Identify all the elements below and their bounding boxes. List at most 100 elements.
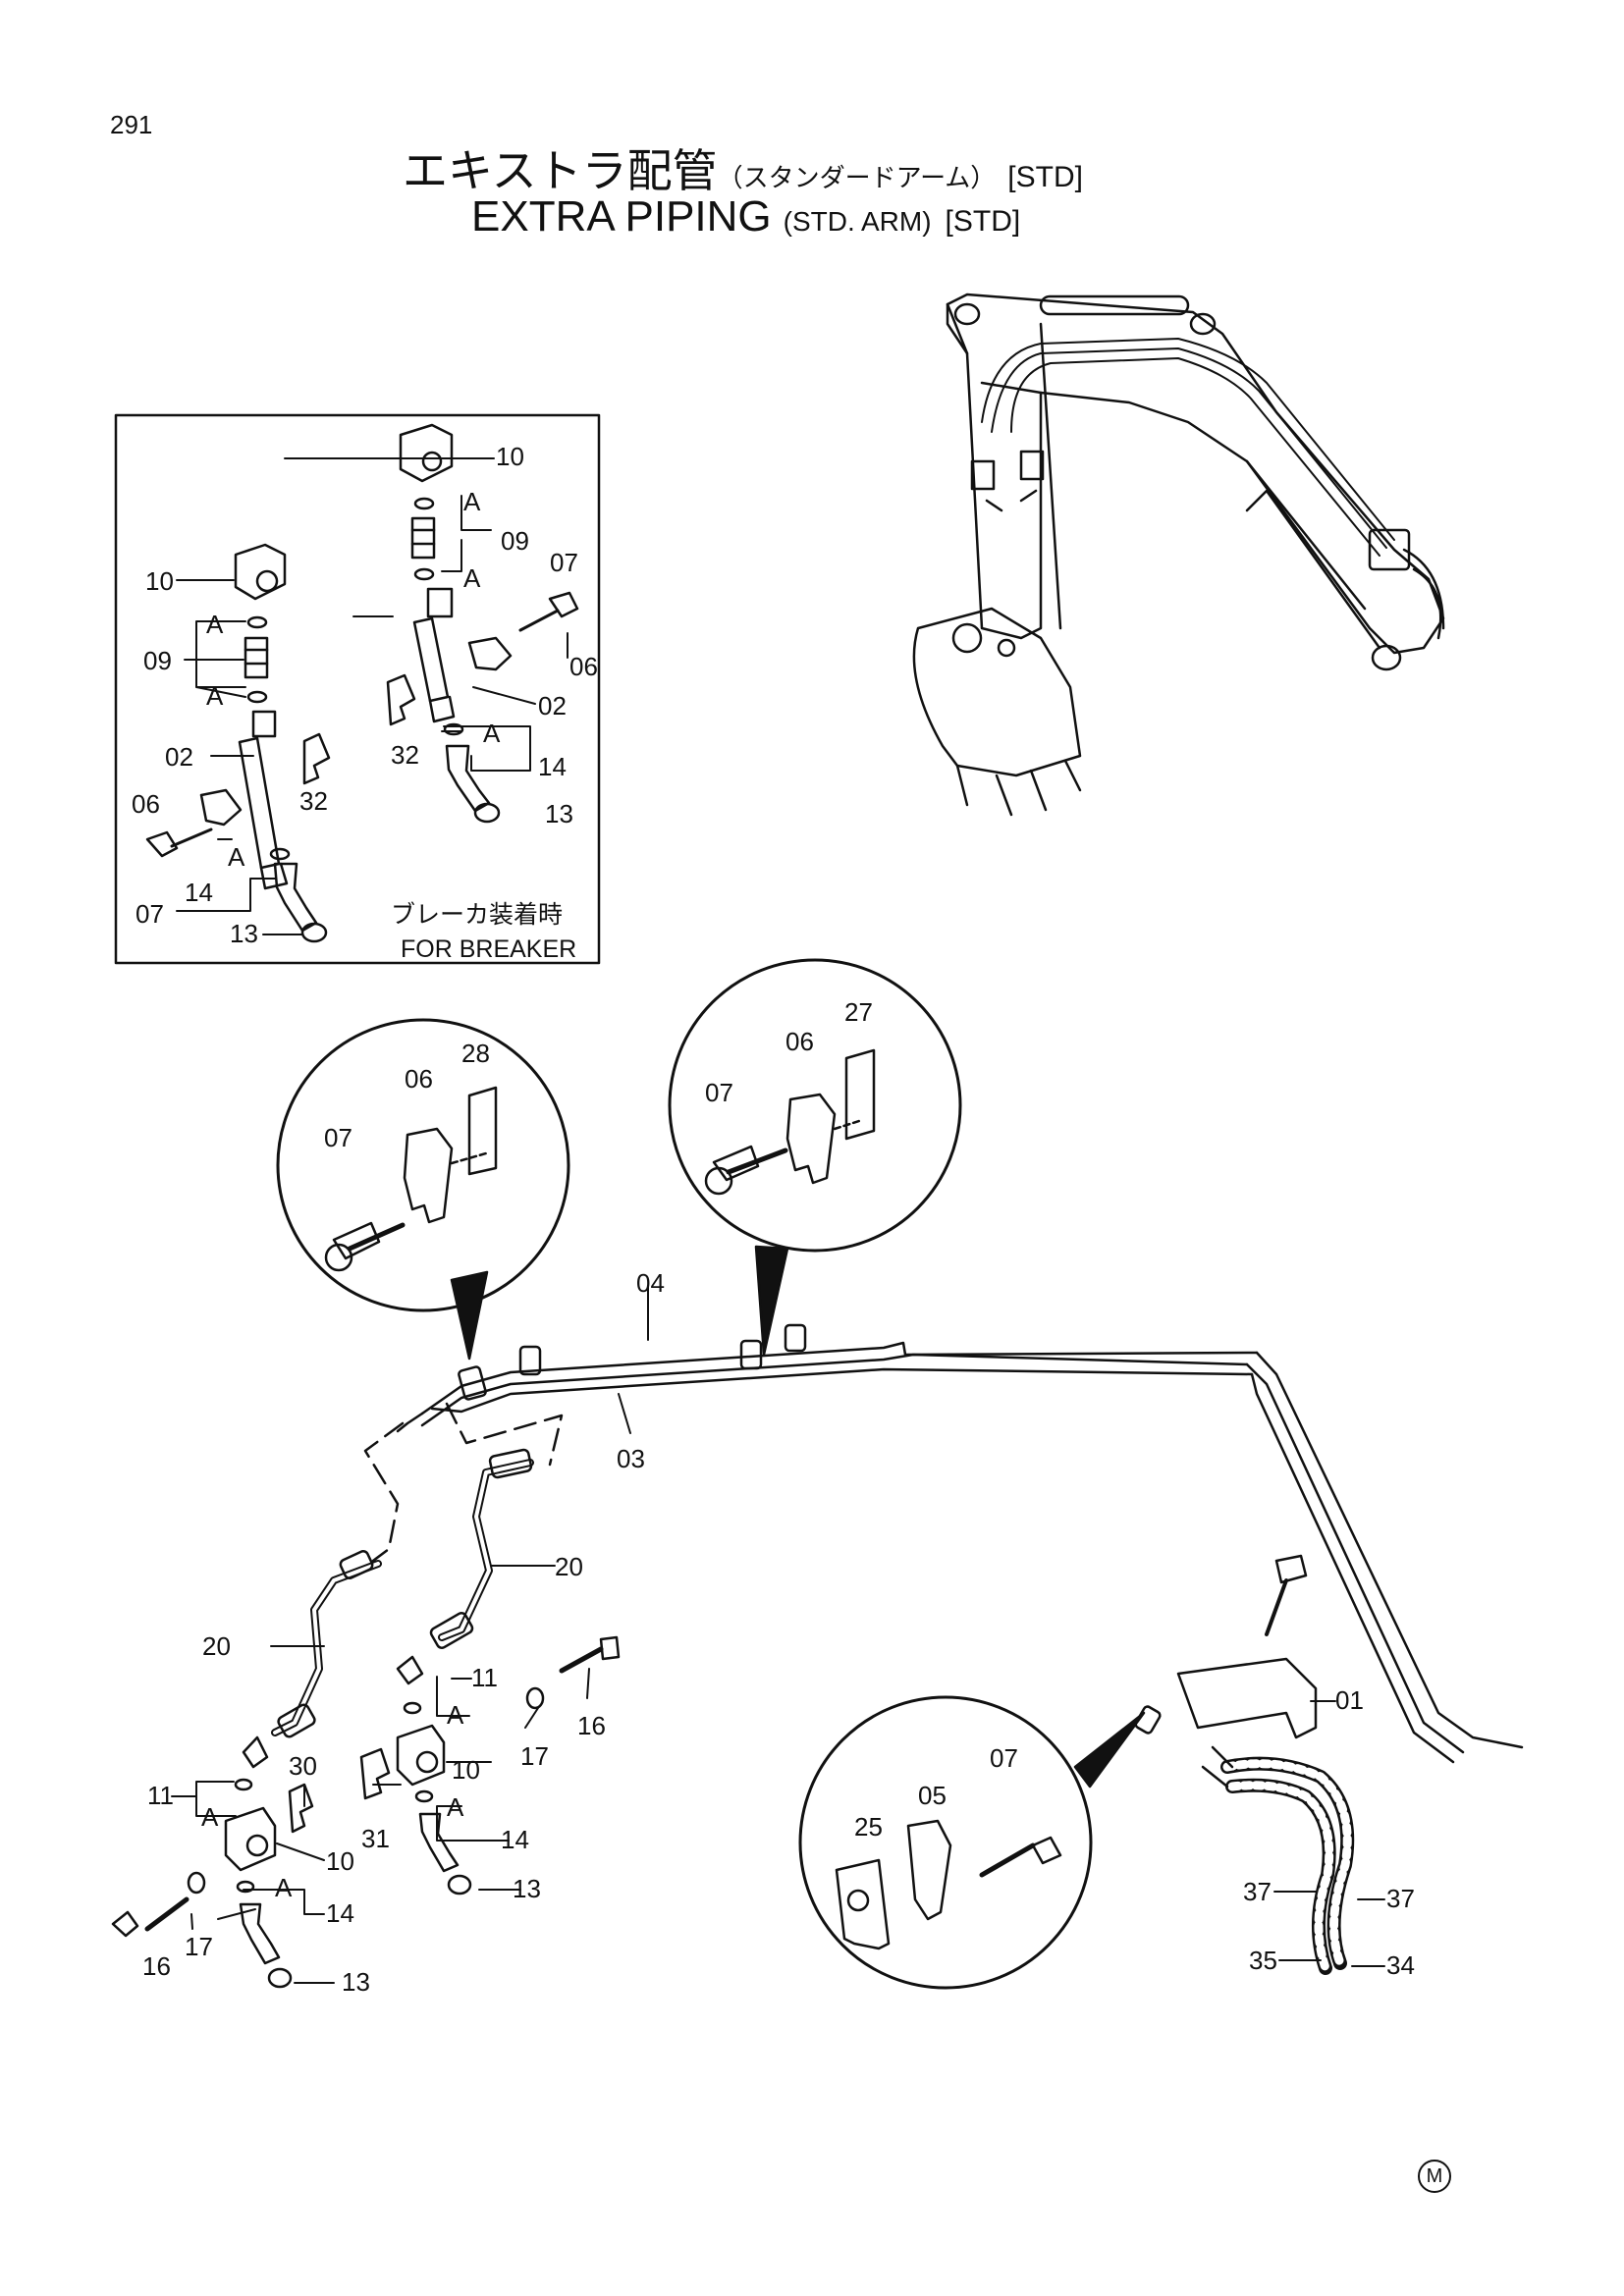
callout: 06: [132, 789, 160, 819]
inset-cap-13a: [300, 922, 328, 943]
callout: A: [463, 563, 481, 593]
elbow-11a: [242, 1735, 269, 1769]
callout: 31: [361, 1824, 390, 1853]
callout: A: [483, 719, 501, 748]
callout: 20: [555, 1552, 583, 1581]
block-10b: [396, 1724, 446, 1787]
callout: 28: [461, 1039, 490, 1068]
inset-clamp-32a: [302, 732, 331, 785]
excavator-arm-illustration: [912, 293, 1445, 817]
inset-clamp-06b: [467, 636, 513, 671]
inset-elbow-14b: [445, 744, 491, 813]
callout: 14: [326, 1898, 354, 1928]
clip-25: [835, 1858, 891, 1950]
callout: 03: [617, 1444, 645, 1473]
callout: 32: [391, 740, 419, 770]
inset-block-10a: [234, 543, 287, 601]
bolt-16b: [559, 1646, 604, 1674]
clamp-30: [288, 1783, 314, 1834]
inset-adapter-09b: [410, 516, 436, 560]
callout: 10: [496, 442, 524, 471]
callout: 09: [501, 526, 529, 556]
callout: A: [463, 487, 481, 516]
inset-adapter-09a: [244, 636, 269, 679]
callout: 17: [185, 1932, 213, 1961]
callout: A: [228, 842, 245, 872]
clamp-06b: [785, 1093, 837, 1185]
inset-pipe-02b: [412, 616, 450, 703]
inset-clamp-32b: [386, 673, 416, 726]
inset-caption-jp: ブレーカ装着時: [391, 901, 563, 929]
title-japanese: エキストラ配管（スタンダードアーム）[STD]: [403, 135, 1083, 200]
callout: 10: [145, 566, 174, 596]
callout: 16: [142, 1951, 171, 1981]
inset-block-10b: [399, 423, 454, 483]
callout: 13: [545, 799, 573, 828]
inset-oring-a6: [443, 722, 464, 736]
callout: 27: [844, 997, 873, 1027]
title-en-main: EXTRA PIPING: [471, 192, 772, 240]
plate-01: [1176, 1657, 1318, 1739]
inset-clamp-06a: [199, 788, 243, 827]
cap-13a: [267, 1967, 293, 1989]
callout: 16: [577, 1711, 606, 1740]
inset-oring-a4: [413, 497, 435, 510]
title-en-tag: [STD]: [945, 205, 1021, 238]
title-jp-main: エキストラ配管: [403, 144, 718, 197]
elbow-11b: [396, 1655, 424, 1685]
detail-circle-1: [276, 1018, 570, 1312]
callout: 13: [513, 1874, 541, 1903]
title-english: EXTRA PIPING (STD. ARM) [STD]: [471, 192, 1020, 241]
callout: 11: [147, 1781, 174, 1810]
callout: 37: [1386, 1884, 1415, 1913]
clamp-06: [403, 1127, 454, 1224]
title-en-sub: (STD. ARM): [783, 206, 932, 237]
callout: 35: [1249, 1946, 1277, 1975]
callout: 17: [520, 1741, 549, 1771]
callout: 07: [135, 899, 164, 929]
callout: 07: [990, 1743, 1018, 1773]
bolt-07c: [1031, 1836, 1062, 1865]
washer-17b: [525, 1686, 545, 1710]
elbow-14a: [239, 1902, 281, 1965]
cap-13b: [447, 1874, 472, 1896]
callout: 07: [705, 1078, 733, 1107]
bolt-16a: [144, 1896, 189, 1932]
callout: 20: [202, 1631, 231, 1661]
callout: 14: [501, 1825, 529, 1854]
callout: 37: [1243, 1877, 1272, 1906]
inset-oring-a3: [269, 847, 291, 861]
clamp-05: [906, 1819, 952, 1921]
pipe-04-upper: [420, 1341, 1259, 1415]
callout: 11: [471, 1663, 498, 1692]
callout: A: [206, 681, 224, 711]
callout: 05: [918, 1781, 947, 1810]
callout: 14: [538, 752, 567, 781]
inset-elbow-14a: [273, 862, 318, 933]
callout: 34: [1386, 1950, 1415, 1980]
inset-cap-13b: [473, 802, 501, 824]
page-number: 291: [110, 110, 153, 139]
callout: A: [447, 1700, 464, 1730]
callout: 06: [569, 652, 598, 681]
title-jp-tag: [STD]: [1007, 161, 1083, 193]
callout: 13: [342, 1967, 370, 1997]
callout: 04: [636, 1268, 665, 1298]
breaker-inset: [114, 413, 601, 965]
washer-17a: [187, 1871, 206, 1895]
inset-oring-a5: [413, 567, 435, 581]
main-piping: [111, 1285, 1524, 1989]
m-seal-mark: M: [1418, 2160, 1451, 2193]
callout: 02: [538, 691, 567, 721]
inset-oring-a1: [246, 615, 268, 629]
callout: 02: [165, 742, 193, 772]
bolt-head-07b: [712, 1145, 760, 1182]
callout: 14: [185, 878, 213, 907]
callout: 06: [785, 1027, 814, 1056]
block-28: [467, 1086, 498, 1176]
callout: 09: [143, 646, 172, 675]
elbow-14b: [418, 1812, 460, 1873]
inset-frame: [114, 413, 601, 965]
callout: 01: [1335, 1685, 1364, 1715]
